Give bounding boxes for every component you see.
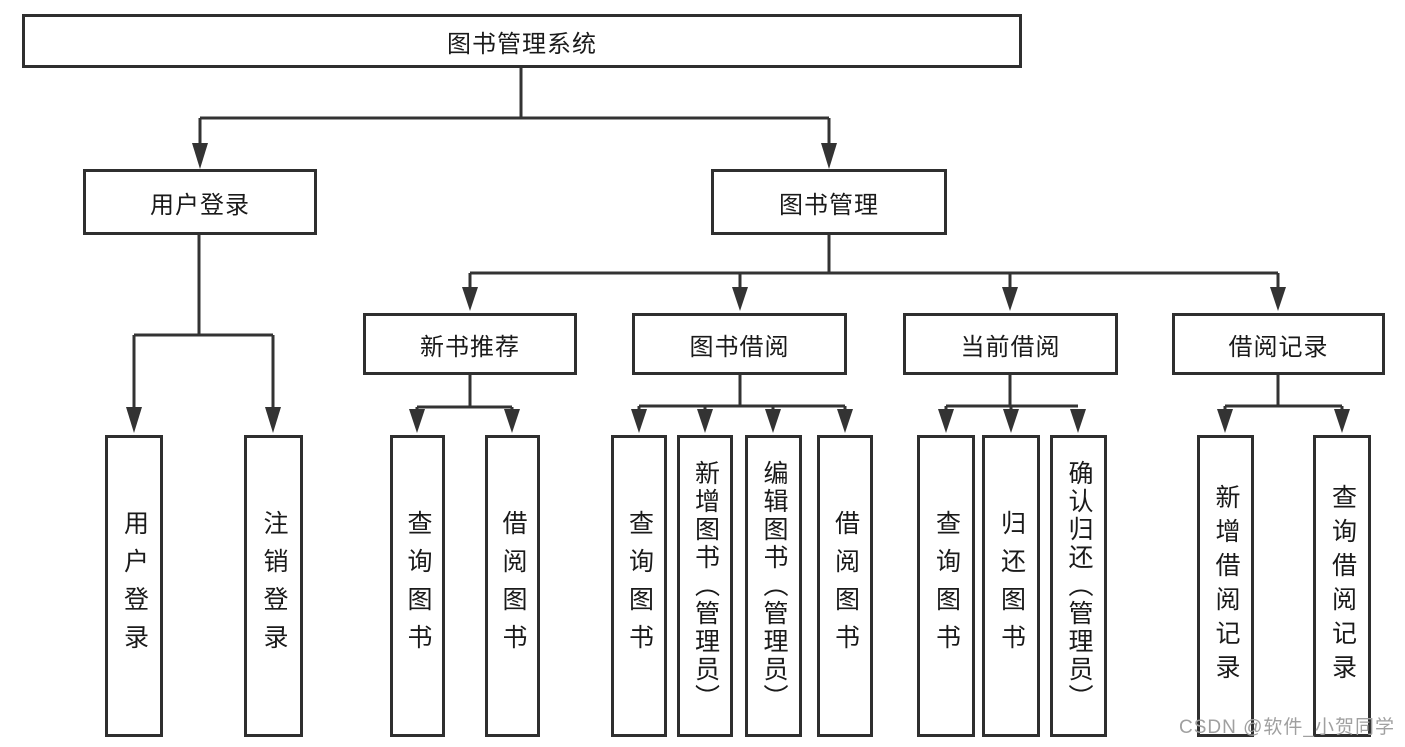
node-label: 新书推荐 [420,333,520,361]
leaf-query-borrowing-record: 查询借阅记录 [1313,435,1371,737]
leaf-label: 新增借阅记录 [1212,484,1240,688]
leaf-borrow-books-borrowing: 借阅图书 [817,435,873,737]
leaf-label: 新增图书（管理员） [691,460,720,712]
node-library-management-system: 图书管理系统 [22,14,1022,68]
leaf-label: 注销登录 [260,510,288,662]
node-borrowing-records: 借阅记录 [1172,313,1385,375]
leaf-label: 借阅图书 [831,510,860,662]
node-user-login: 用户登录 [83,169,317,235]
leaf-confirm-return-admin: 确认归还（管理员） [1050,435,1107,737]
node-book-borrowing: 图书借阅 [632,313,847,375]
node-label: 当前借阅 [960,333,1061,361]
leaf-add-borrowing-record: 新增借阅记录 [1197,435,1254,737]
leaf-add-books-admin: 新增图书（管理员） [677,435,733,737]
leaf-label: 编辑图书（管理员） [760,460,788,712]
node-label: 图书管理系统 [447,30,597,58]
leaf-label: 借阅图书 [499,510,527,662]
leaf-query-books-recommend: 查询图书 [390,435,445,737]
leaf-borrow-books-recommend: 借阅图书 [485,435,540,737]
node-new-book-recommendation: 新书推荐 [363,313,577,375]
leaf-user-login: 用户登录 [105,435,163,737]
leaf-return-books: 归还图书 [982,435,1040,737]
leaf-logout: 注销登录 [244,435,303,737]
node-label: 图书管理 [779,191,879,219]
leaf-label: 归还图书 [997,510,1026,662]
leaf-label: 查询借阅记录 [1328,484,1357,688]
node-label: 图书借阅 [689,333,790,361]
watermark: CSDN @软件_小贺同学 [1179,717,1395,738]
leaf-edit-books-admin: 编辑图书（管理员） [745,435,802,737]
leaf-query-books-borrowing: 查询图书 [611,435,667,737]
node-current-borrowing: 当前借阅 [903,313,1118,375]
leaf-label: 查询图书 [625,510,654,662]
leaf-query-books-current: 查询图书 [917,435,975,737]
node-label: 借阅记录 [1228,333,1329,361]
node-book-management: 图书管理 [711,169,947,235]
arrowhead-icons [126,143,1350,433]
leaf-label: 确认归还（管理员） [1065,460,1093,712]
node-label: 用户登录 [150,191,250,219]
leaf-label: 用户登录 [120,510,149,662]
leaf-label: 查询图书 [404,510,432,662]
leaf-label: 查询图书 [932,510,961,662]
